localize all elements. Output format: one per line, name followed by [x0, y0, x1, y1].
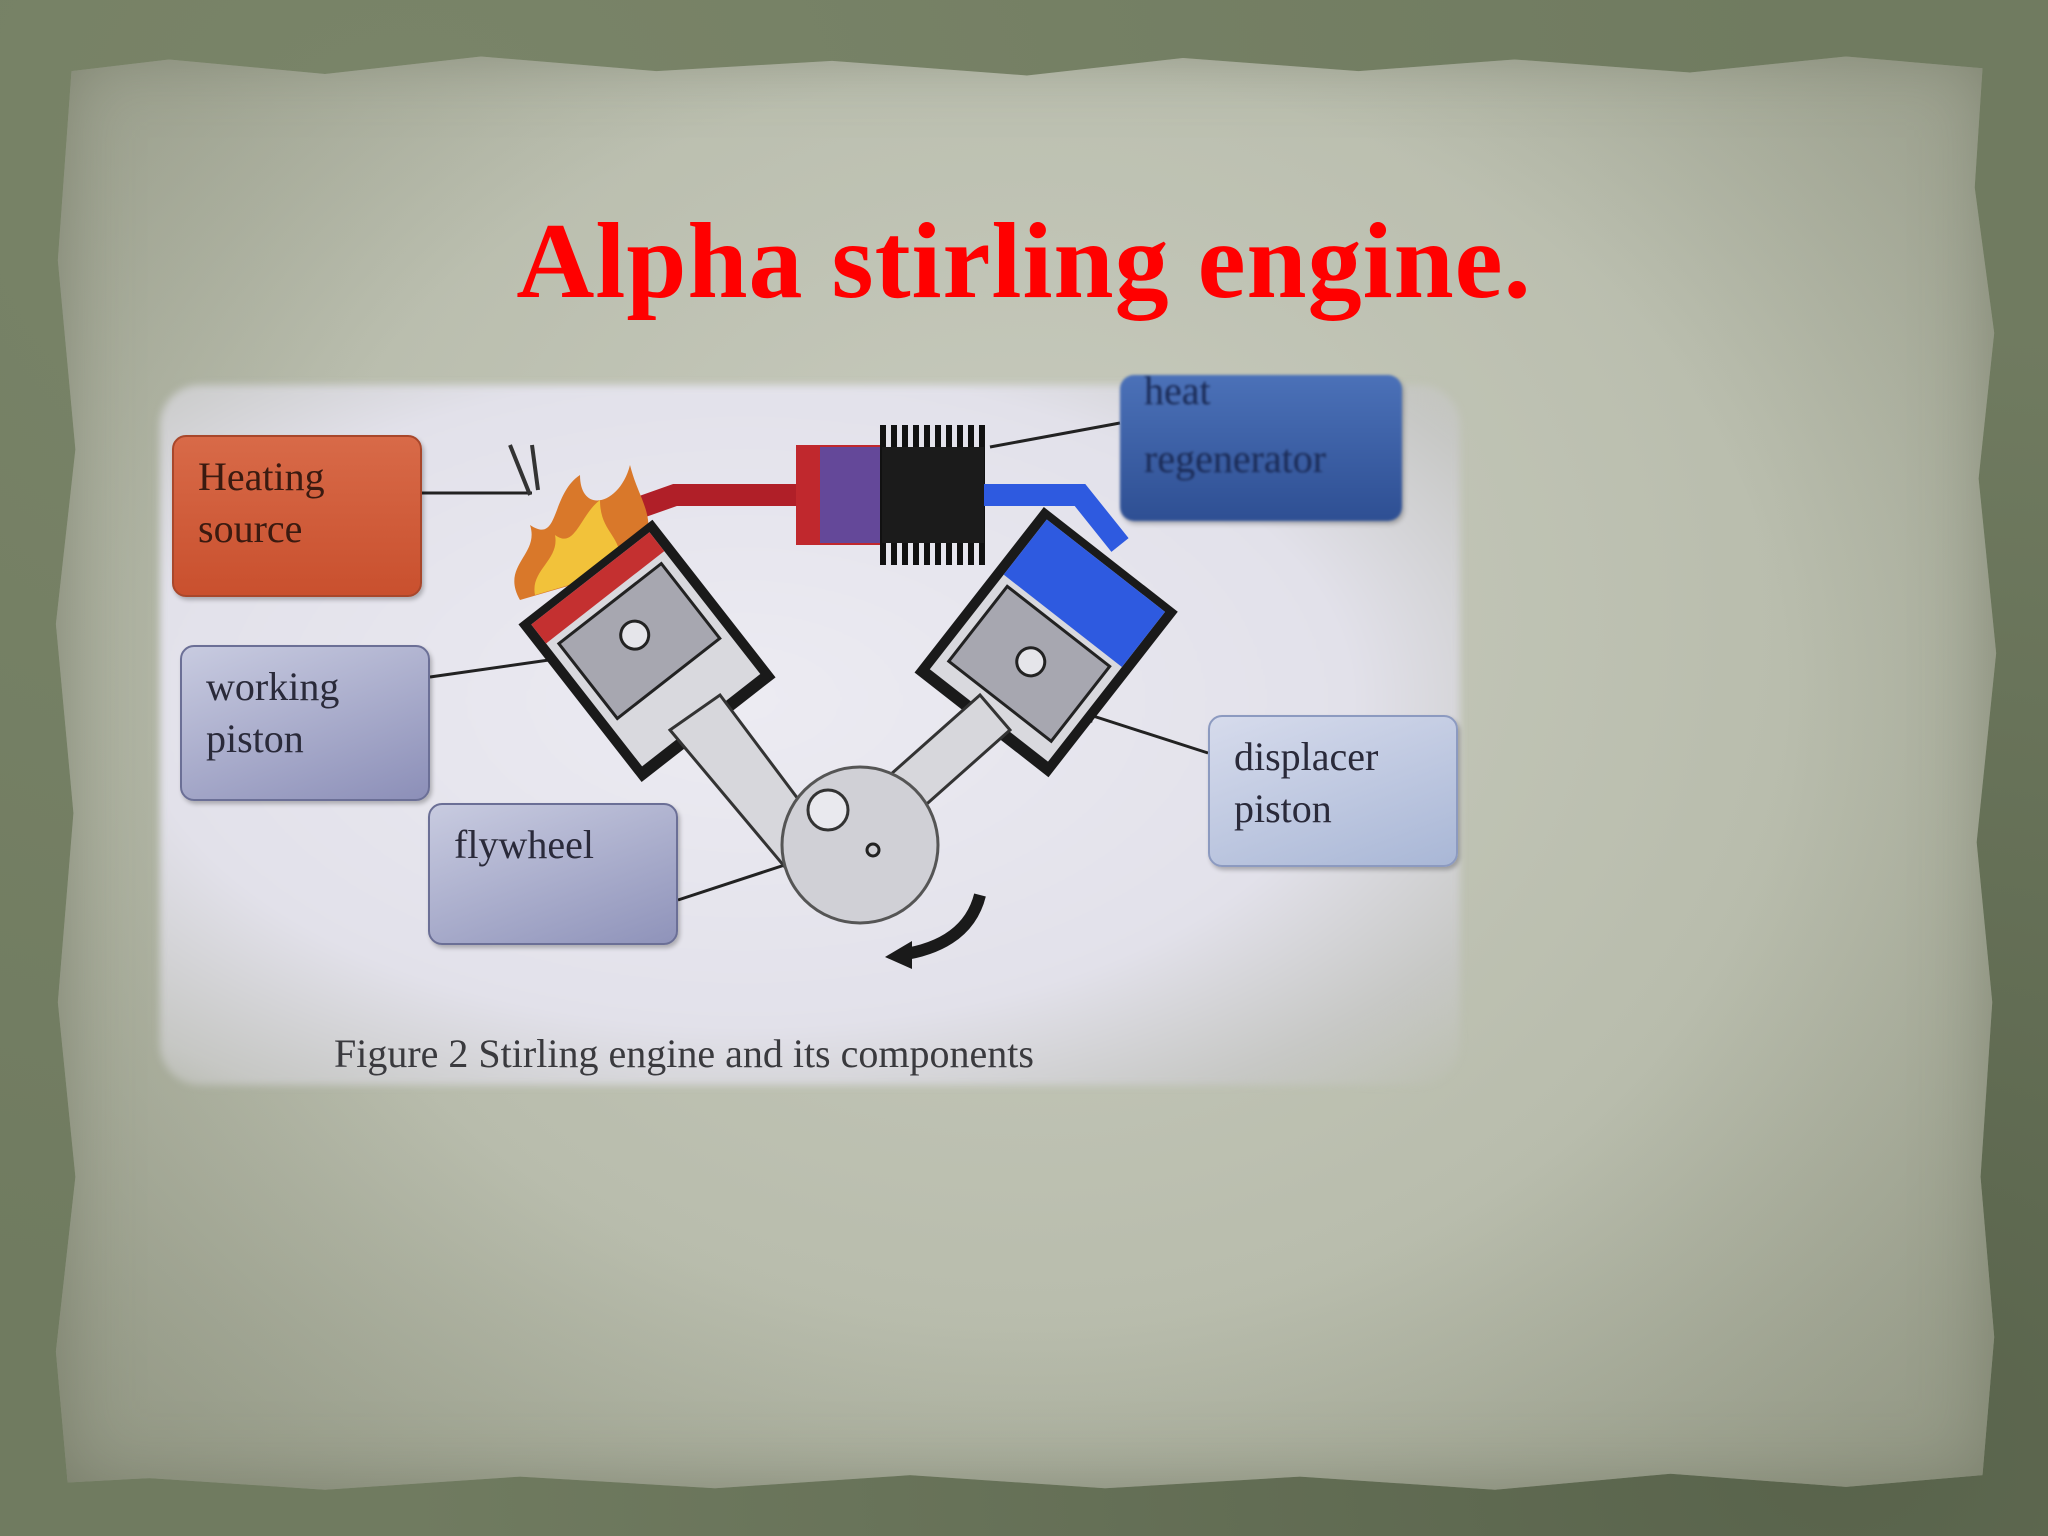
engine-diagram [422, 421, 1209, 969]
regenerator-leader-line [989, 421, 1121, 449]
cold-pipe [984, 484, 1129, 552]
flywheel-leader-line [677, 858, 801, 902]
flywheel-label: flywheel [428, 803, 678, 945]
slide-title: Alpha stirling engine. [516, 202, 1532, 321]
heating-source-label: Heating source [172, 435, 422, 597]
regenerator-fins [880, 425, 985, 565]
flywheel-disc [780, 765, 940, 925]
heat-regenerator-label: heat regenerator [1120, 368, 1402, 521]
stirling-engine-figure: Heating source working piston flywheel h… [160, 368, 1460, 1085]
displacer-leader-line [1089, 713, 1209, 755]
working-piston-label: working piston [180, 645, 430, 801]
displacer-piston-label: displacer piston [1208, 715, 1458, 867]
figure-caption: Figure 2 Stirling engine and its compone… [334, 1031, 1034, 1076]
